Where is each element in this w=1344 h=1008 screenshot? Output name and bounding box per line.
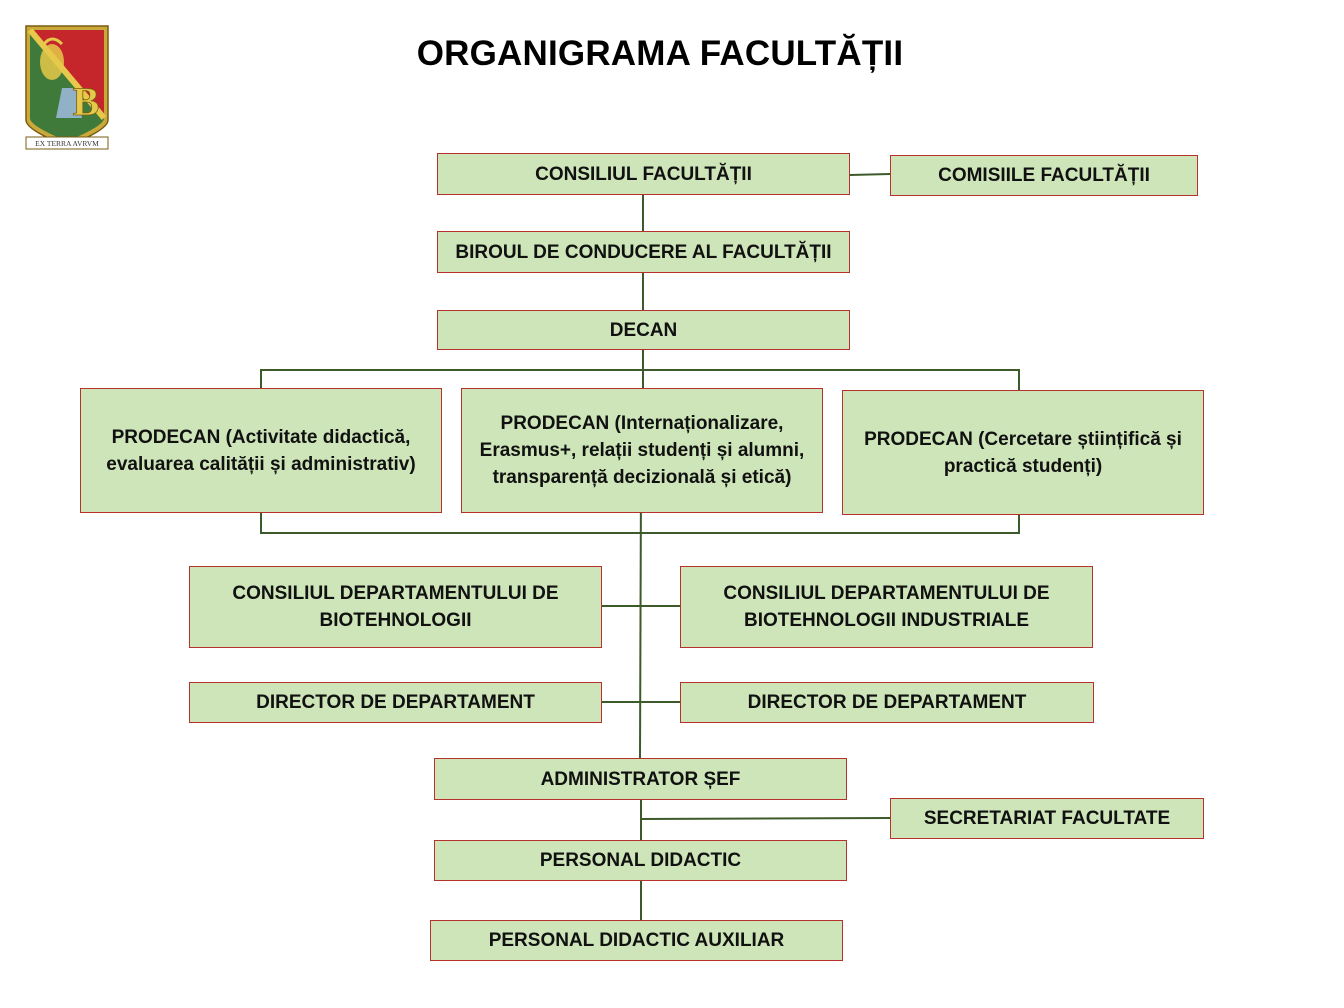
node-label: PERSONAL DIDACTIC bbox=[539, 850, 742, 871]
node-label: PERSONAL DIDACTIC AUXILIAR bbox=[488, 930, 785, 951]
node-biroul-de-conducere: BIROUL DE CONDUCERE AL FACULTĂȚII bbox=[437, 231, 850, 273]
node-label: CONSILIUL DEPARTAMENTULUI DE BIOTEHNOLOG… bbox=[723, 583, 1050, 631]
node-prodecan-international: PRODECAN (Internaționalizare, Erasmus+, … bbox=[461, 388, 823, 513]
node-label: BIROUL DE CONDUCERE AL FACULTĂȚII bbox=[455, 241, 832, 263]
node-secretariat-facultate: SECRETARIAT FACULTATE bbox=[890, 798, 1204, 839]
node-label: CONSILIUL FACULTĂȚII bbox=[535, 163, 752, 185]
node-decan: DECAN bbox=[437, 310, 850, 350]
node-label: CONSILIUL DEPARTAMENTULUI DE BIOTEHNOLOG… bbox=[232, 583, 559, 631]
node-personal-didactic-auxiliar: PERSONAL DIDACTIC AUXILIAR bbox=[430, 920, 843, 961]
node-consiliul-dept-industriale: CONSILIUL DEPARTAMENTULUI DE BIOTEHNOLOG… bbox=[680, 566, 1093, 648]
node-prodecan-didactic: PRODECAN (Activitate didactică, evaluare… bbox=[80, 388, 442, 513]
faculty-logo: B EX TERRA AVRVM bbox=[25, 25, 109, 150]
node-label: DIRECTOR DE DEPARTAMENT bbox=[256, 692, 535, 713]
node-consiliul-facultatii: CONSILIUL FACULTĂȚII bbox=[437, 153, 850, 195]
node-prodecan-cercetare: PRODECAN (Cercetare științifică și pract… bbox=[842, 390, 1204, 515]
logo-motto: EX TERRA AVRVM bbox=[35, 139, 99, 148]
page-title: ORGANIGRAMA FACULTĂȚII bbox=[416, 34, 904, 73]
node-label: PRODECAN (Internaționalizare, Erasmus+, … bbox=[479, 413, 805, 488]
node-administrator-sef: ADMINISTRATOR ȘEF bbox=[434, 758, 847, 800]
node-comisiile-facultatii: COMISIILE FACULTĂȚII bbox=[890, 155, 1198, 196]
logo-letter: B bbox=[73, 79, 100, 124]
node-label: DIRECTOR DE DEPARTAMENT bbox=[747, 692, 1027, 713]
node-director-dept-left: DIRECTOR DE DEPARTAMENT bbox=[189, 682, 602, 723]
node-label: DECAN bbox=[609, 319, 678, 341]
node-consiliul-dept-biotehnologii: CONSILIUL DEPARTAMENTULUI DE BIOTEHNOLOG… bbox=[189, 566, 602, 648]
node-label: PRODECAN (Activitate didactică, evaluare… bbox=[106, 426, 416, 475]
node-director-dept-right: DIRECTOR DE DEPARTAMENT bbox=[680, 682, 1094, 723]
node-label: SECRETARIAT FACULTATE bbox=[923, 808, 1171, 829]
node-label: PRODECAN (Cercetare științifică și pract… bbox=[864, 428, 1182, 477]
node-label: ADMINISTRATOR ȘEF bbox=[540, 768, 741, 790]
node-label: COMISIILE FACULTĂȚII bbox=[938, 165, 1150, 186]
node-personal-didactic: PERSONAL DIDACTIC bbox=[434, 840, 847, 881]
